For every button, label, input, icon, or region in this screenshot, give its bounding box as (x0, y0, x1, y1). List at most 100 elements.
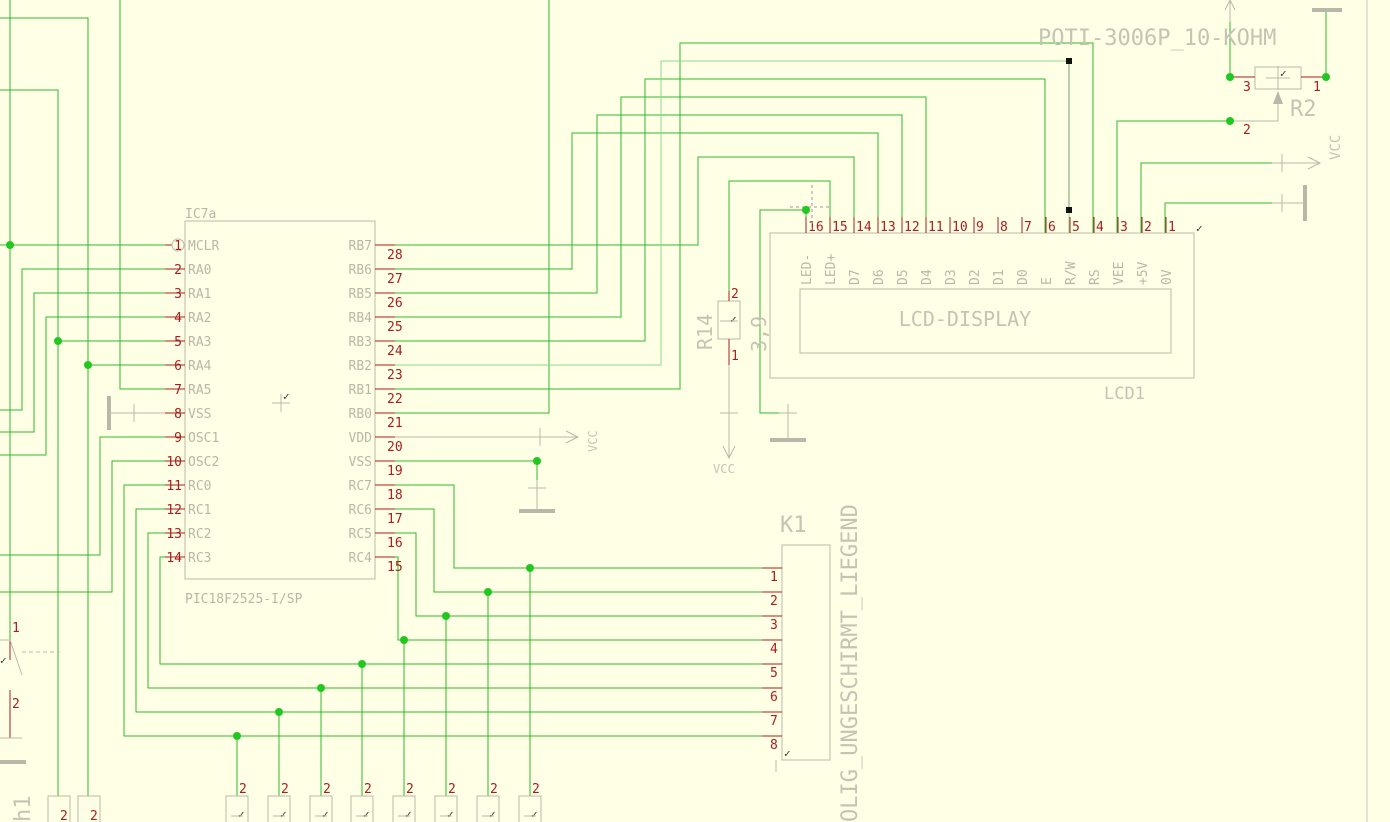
gnd-symbol-led (770, 404, 806, 442)
ic-pin-label-rc5: RC5 (349, 527, 372, 542)
lcd-pin-label-6: E (1040, 277, 1055, 285)
gnd-symbol-vss8 (107, 396, 165, 430)
lcd-pin-label-3: VEE (1112, 262, 1127, 285)
r2-name: R2 (1290, 97, 1317, 122)
lcd-name: LCD1 (1104, 384, 1145, 404)
bottom-resistor-pin-label: 2 (532, 782, 540, 797)
wire-ra1 (0, 292, 165, 433)
bottom-resistor-body (350, 795, 374, 822)
ic-pin-number-9: 9 (174, 431, 182, 446)
lcd-pin-label-10: D3 (944, 269, 959, 285)
r2-potentiometer[interactable]: 3 1 2 R2 POTI-3006P_10-KOHM ✓ (1038, 0, 1342, 138)
r14-body (717, 300, 741, 340)
ic-pin-label-rb7: RB7 (349, 239, 372, 254)
wire-0v (1164, 202, 1272, 233)
wires (0, 0, 1327, 796)
ic-pin-label-ra2: RA2 (188, 311, 211, 326)
lcd-pin-label-2: +5V (1136, 261, 1151, 285)
lcd-screen (799, 288, 1172, 354)
k1-pin-number-4: 4 (770, 642, 778, 657)
wire-ra0 (0, 268, 165, 411)
left-pin-one: 1 (12, 621, 20, 636)
gnd-symbol-right (1272, 185, 1307, 221)
ic-pin-label-rb6: RB6 (349, 263, 372, 278)
wire-ra2 (0, 316, 165, 456)
wire-led-plus (728, 180, 831, 291)
bottom-resistor-array[interactable]: 2✓2✓2✓2✓2✓2✓2✓2✓ (225, 782, 542, 822)
k1-pin-number-1: 1 (770, 570, 778, 585)
lcd-pin-label-8: D1 (992, 269, 1007, 285)
ic-pin-number-3: 3 (174, 287, 182, 302)
ic-pin-label-rb0: RB0 (349, 407, 372, 422)
ic-pin-label-rc2: RC2 (188, 527, 211, 542)
ic-pin-label-ra1: RA1 (188, 287, 211, 302)
left-bottom-pin-a: 2 (60, 809, 68, 822)
lcd-pin-label-13: D6 (872, 269, 887, 285)
lcd1[interactable]: LCD-DISPLAY LCD1 ✓ 16LED-15LED+14D713D61… (769, 217, 1203, 404)
ic-pin-label-rb4: RB4 (349, 311, 373, 326)
left-partial-name: h1 (11, 796, 36, 822)
ic-pin-label-rc7: RC7 (349, 479, 372, 494)
bottom-resistor-pin-label: 2 (281, 782, 289, 797)
ic-pin-number-25: 25 (387, 320, 403, 335)
ic-pin-label-rb3: RB3 (349, 335, 372, 350)
r2-pin1: 1 (1313, 80, 1321, 95)
bottom-resistor-body (309, 795, 333, 822)
k1-pin-number-6: 6 (770, 690, 778, 705)
vcc-label-r14: VCC (713, 462, 735, 476)
ic-pin-number-26: 26 (387, 296, 403, 311)
rw-net-square-top (1066, 58, 1072, 64)
ic-pin-number-13: 13 (166, 527, 182, 542)
left-check-mark: ✓ (0, 654, 7, 667)
r2-wiper-arrow (1273, 91, 1283, 104)
vcc-symbol-right-upper (1272, 154, 1322, 172)
k1-value: OLIG_UNGESCHIRMT_LIEGEND (838, 504, 863, 822)
ic-pin-number-21: 21 (387, 416, 403, 431)
bottom-resistor-body (225, 795, 249, 822)
ic-pin-label-vdd: VDD (349, 431, 373, 446)
lcd-pin-number-7: 7 (1024, 220, 1032, 235)
ic-pin-number-8: 8 (174, 407, 182, 422)
ic-pin-label-rc4: RC4 (349, 551, 373, 566)
left-pin-two: 2 (12, 697, 20, 712)
ic-pin-label-osc2: OSC2 (188, 455, 219, 470)
gnd-symbol-vss19 (519, 480, 555, 513)
r2-value: POTI-3006P_10-KOHM (1038, 26, 1276, 51)
ic-right-pins: 28RB727RB626RB525RB424RB323RB222RB121RB0… (349, 239, 403, 575)
k1-name: K1 (780, 513, 807, 538)
ic-pin-number-20: 20 (387, 440, 403, 455)
bottom-resistor-body (434, 795, 458, 822)
ic-pin-number-28: 28 (387, 248, 403, 263)
wire-vss19 (395, 460, 538, 490)
wire-ra5 (119, 0, 165, 390)
lcd-pin-label-16: LED- (800, 254, 815, 285)
r14-value: 3,9 (747, 316, 771, 352)
ic-pin-number-22: 22 (387, 392, 403, 407)
ic-pin-label-rb1: RB1 (349, 383, 372, 398)
vcc-label-right-upper: VCC (1328, 135, 1344, 160)
r14-resistor[interactable]: 2 1 R14 3,9 ✓ (693, 287, 771, 365)
bottom-resistor-pin-label: 2 (448, 782, 456, 797)
lcd-pin-number-6: 6 (1048, 220, 1056, 235)
wire-rb0 (395, 0, 550, 414)
ic-pin-label-rc6: RC6 (349, 503, 372, 518)
ic-pin-label-osc1: OSC1 (188, 431, 219, 446)
wire-rc3 (159, 556, 762, 665)
bottom-resistor-body (518, 795, 542, 822)
ic-pin-number-10: 10 (166, 455, 182, 470)
lcd-pin-number-16: 16 (808, 220, 824, 235)
ic-pin-number-12: 12 (166, 503, 182, 518)
mclr-inversion-circle (171, 238, 185, 252)
ic-pin-number-11: 11 (166, 479, 182, 494)
lcd-pin-number-8: 8 (1000, 220, 1008, 235)
ic-pin-number-23: 23 (387, 368, 403, 383)
wire-rc7 (395, 484, 762, 569)
bottom-resistor-check-mark: ✓ (363, 808, 370, 821)
ic-pin-label-ra3: RA3 (188, 335, 211, 350)
ic-pin-number-1: 1 (174, 239, 182, 254)
ic-check-mark: ✓ (283, 390, 290, 403)
lcd-pin-label-5: R/W (1064, 261, 1079, 285)
lcd-pin-number-1: 1 (1168, 220, 1176, 235)
